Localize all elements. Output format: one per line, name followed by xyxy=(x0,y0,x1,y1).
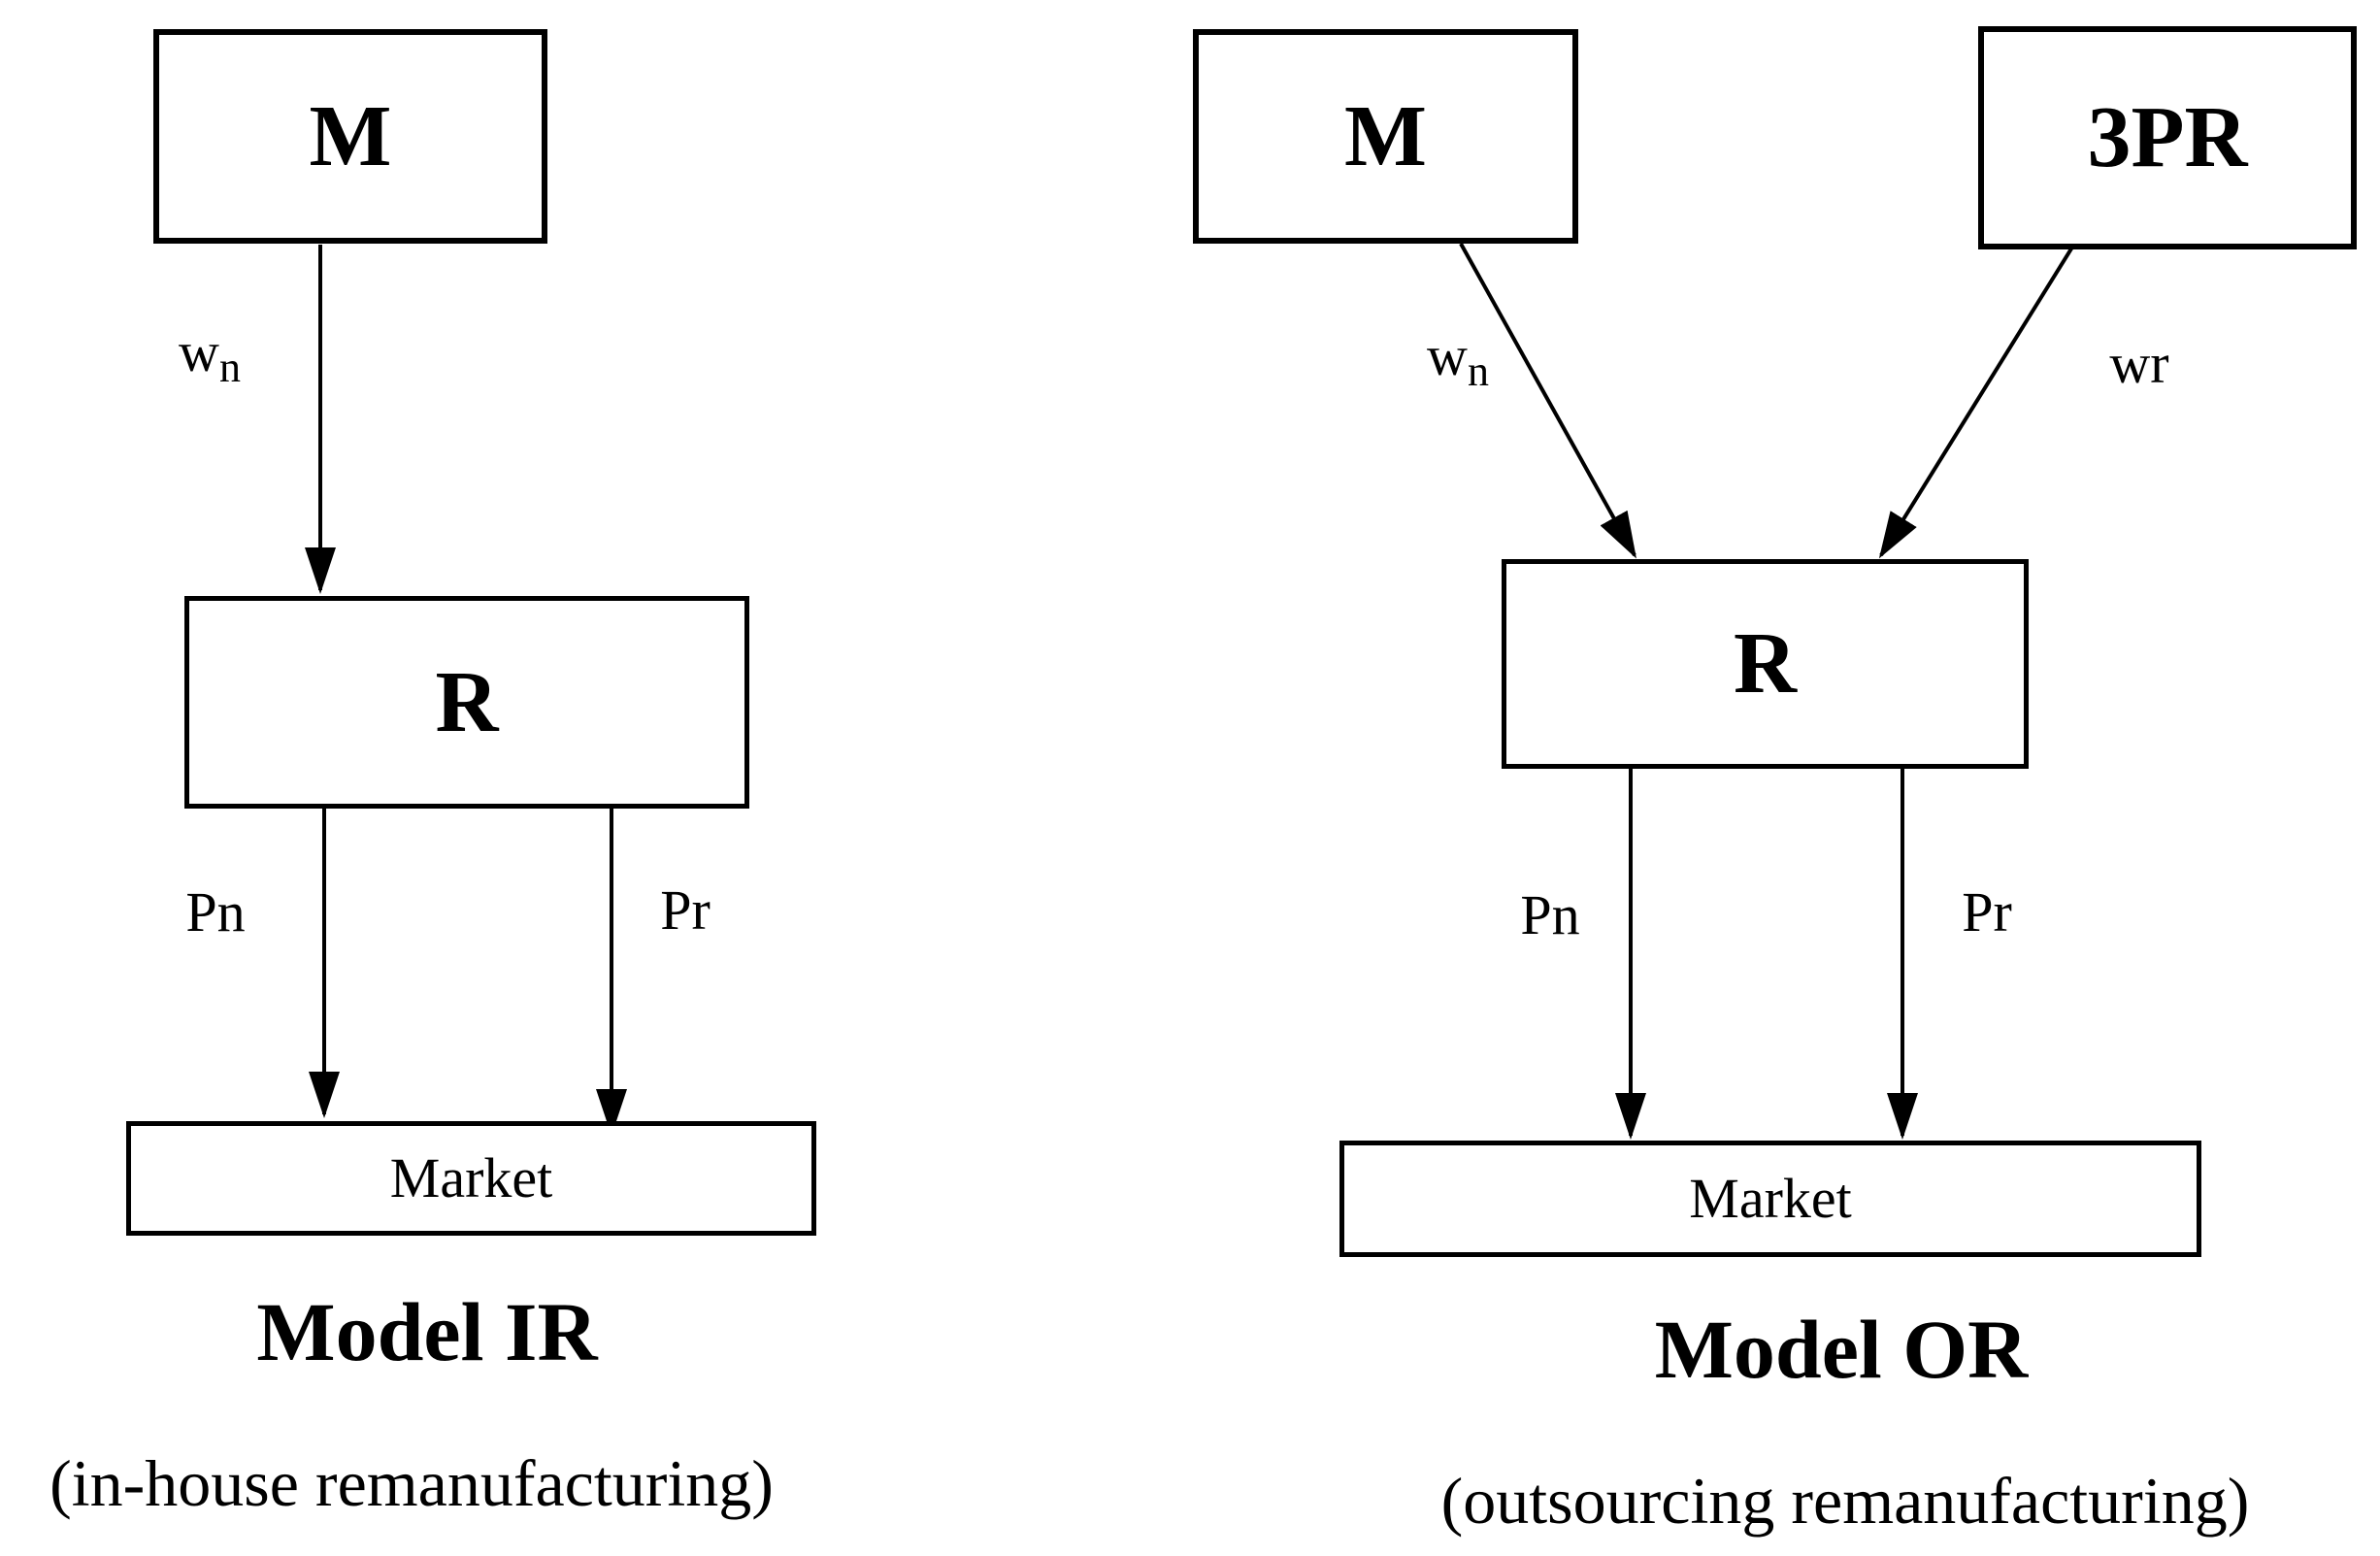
or-caption: (outsourcing remanufacturing) xyxy=(1440,1464,2250,1538)
or-title: Model OR xyxy=(1654,1303,2029,1396)
or-manufacturer-label: M xyxy=(1344,87,1427,184)
or-manufacturer-box: M xyxy=(1193,29,1578,244)
ir-edge-label-pr: Pr xyxy=(660,878,711,942)
or-edge-label-wn-subscript: n xyxy=(1467,348,1489,395)
or-third-party-remanufacturer-box: 3PR xyxy=(1978,26,2357,249)
ir-edge-label-pn: Pn xyxy=(185,880,246,944)
ir-retailer-label: R xyxy=(435,653,499,750)
or-market-box: Market xyxy=(1339,1141,2201,1257)
ir-edge-label-wn-subscript: n xyxy=(218,344,241,391)
or-third-party-remanufacturer-label: 3PR xyxy=(2087,89,2248,185)
or-retailer-label: R xyxy=(1734,615,1797,712)
arrow-or-wn xyxy=(1459,243,1636,559)
ir-edge-label-wn: wn xyxy=(179,320,241,391)
ir-retailer-box: R xyxy=(184,596,749,809)
or-edge-label-pn: Pn xyxy=(1520,883,1580,946)
ir-title: Model IR xyxy=(256,1285,598,1378)
or-retailer-box: R xyxy=(1502,559,2029,769)
arrow-or-wr xyxy=(1878,244,2075,559)
or-edge-label-wn: wn xyxy=(1427,324,1489,395)
or-edge-label-wr: wr xyxy=(2109,332,2169,395)
ir-caption: (in-house remanufacturing) xyxy=(50,1446,774,1520)
ir-manufacturer-box: M xyxy=(153,29,547,244)
ir-manufacturer-label: M xyxy=(309,87,392,184)
or-edge-label-pr: Pr xyxy=(1962,880,2012,944)
or-market-label: Market xyxy=(1689,1167,1852,1230)
ir-market-label: Market xyxy=(389,1146,553,1209)
ir-market-box: Market xyxy=(126,1121,816,1236)
